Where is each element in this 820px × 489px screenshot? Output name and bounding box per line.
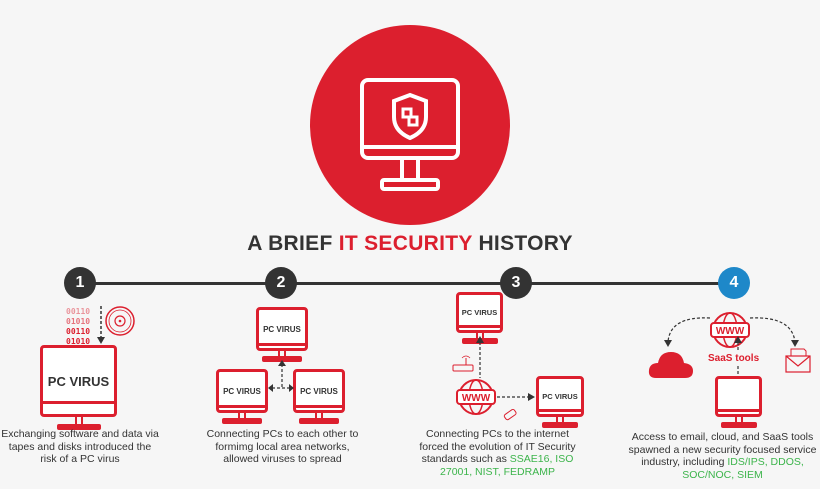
email-icon — [785, 348, 811, 373]
pc-monitor: PC VIRUS — [40, 345, 117, 432]
router-icon — [452, 355, 474, 372]
svg-text:WWW: WWW — [462, 393, 491, 404]
dashed-arrows-icon — [664, 317, 799, 347]
svg-text:WWW: WWW — [716, 326, 745, 337]
page-title: A BRIEF IT SECURITY HISTORY — [247, 232, 573, 255]
www-globe-icon: WWW — [710, 312, 750, 348]
pc-monitor: PC VIRUS — [256, 307, 308, 367]
standards-list: SSAE16, ISO 27001, NIST, FEDRAMP — [440, 453, 574, 478]
pc-monitor: PC VIRUS — [293, 369, 345, 429]
cloud-icon — [648, 352, 693, 378]
pc-monitor — [715, 376, 762, 432]
hero-circle — [310, 25, 510, 225]
step-4-badge: 4 — [718, 267, 750, 299]
pc-monitor: PC VIRUS — [456, 292, 503, 348]
usb-drive-icon — [503, 408, 517, 421]
step-1-badge: 1 — [64, 267, 96, 299]
dashed-arrow-icon — [497, 393, 535, 401]
step-2-description: Connecting PCs to each other to formimg … — [206, 428, 359, 465]
pc-monitor: PC VIRUS — [216, 369, 268, 429]
step-3-description: Connecting PCs to the internet forced th… — [419, 428, 576, 478]
title-highlight: IT SECURITY — [338, 232, 473, 255]
dashed-arrow-icon — [734, 336, 742, 376]
disk-icon — [105, 306, 135, 336]
step-2-badge: 2 — [265, 267, 297, 299]
dashed-arrow-icon — [97, 306, 105, 344]
step-3-badge: 3 — [500, 267, 532, 299]
monitor-shield-icon — [360, 78, 460, 191]
dashed-arrow-icon — [476, 336, 484, 378]
www-globe-icon: WWW — [456, 379, 496, 415]
saas-tools-label: SaaS tools — [708, 353, 760, 364]
network-arrows-icon — [268, 360, 294, 392]
pc-monitor: PC VIRUS — [536, 376, 584, 432]
timeline-line — [80, 282, 735, 285]
services-list: IDS/IPS, DDOS, SOC/NOC, SIEM — [682, 456, 804, 481]
step-1-description: Exchanging software and data via tapes a… — [1, 428, 159, 465]
step-4-description: Access to email, cloud, and SaaS tools s… — [628, 431, 817, 481]
